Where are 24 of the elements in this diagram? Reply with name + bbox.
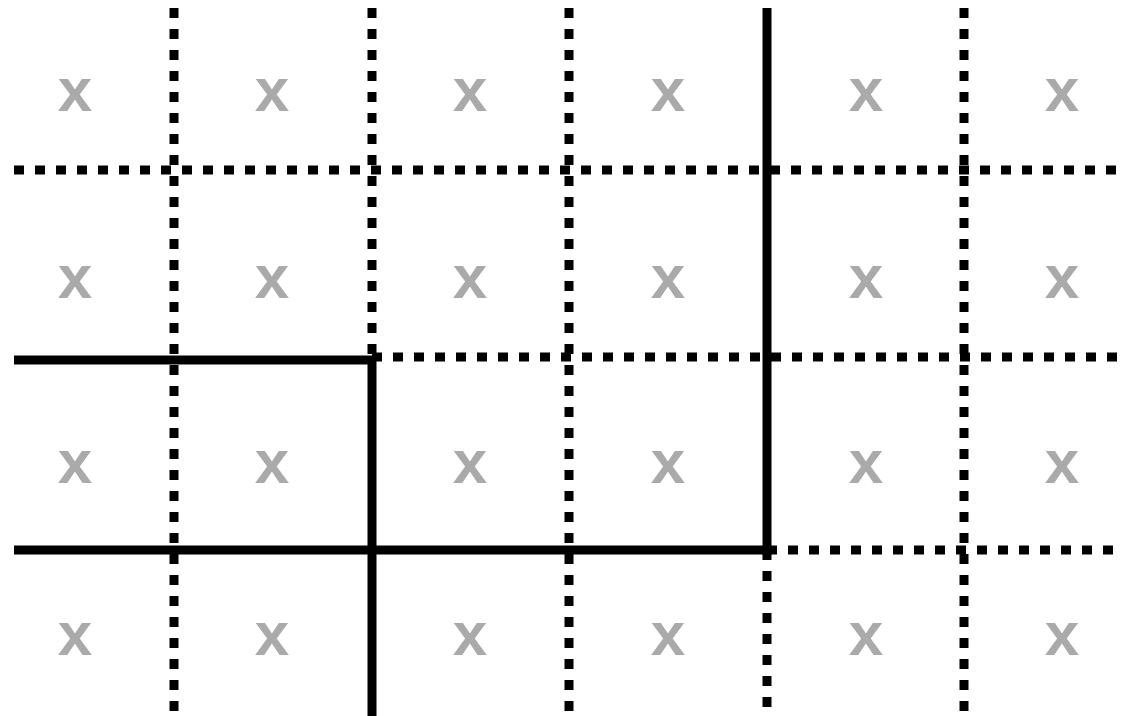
grid-letter: x: [848, 245, 884, 308]
grid-letter: x: [650, 245, 686, 308]
grid-letter: x: [848, 602, 884, 665]
grid-letter: x: [452, 602, 488, 665]
grid-letter: x: [254, 602, 290, 665]
grid-letter: x: [57, 58, 93, 121]
grid-letter: x: [1044, 602, 1080, 665]
grid-letter: x: [452, 430, 488, 493]
grid-letter: x: [848, 430, 884, 493]
grid-letter: x: [1044, 430, 1080, 493]
grid-letter: x: [57, 430, 93, 493]
grid-letter: x: [650, 602, 686, 665]
grid-letter: x: [254, 245, 290, 308]
grid-letter: x: [254, 430, 290, 493]
grid-letter: x: [650, 58, 686, 121]
grid-letter: x: [848, 58, 884, 121]
grid-letter: x: [1044, 245, 1080, 308]
grid-letter: x: [254, 58, 290, 121]
grid-letter: x: [452, 58, 488, 121]
grid-letter: x: [57, 245, 93, 308]
grid-letter: x: [650, 430, 686, 493]
grid-letter: x: [452, 245, 488, 308]
grid-letter: x: [57, 602, 93, 665]
grid-letter: x: [1044, 58, 1080, 121]
